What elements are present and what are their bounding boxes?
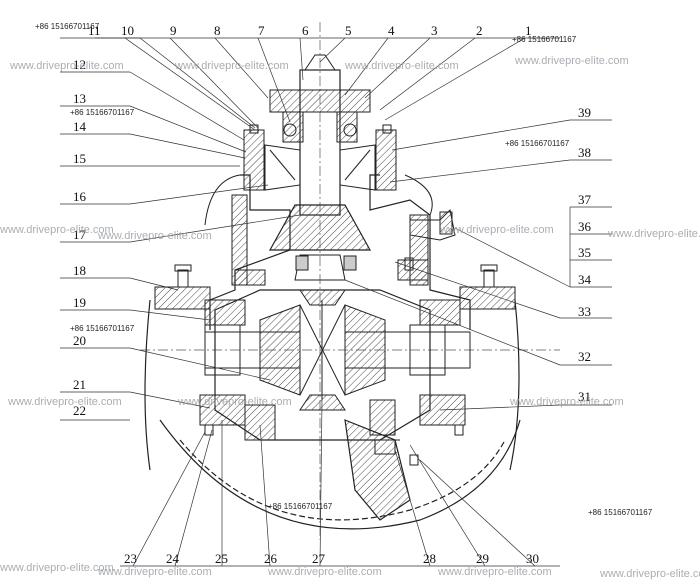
- callout-1: 1: [525, 23, 532, 38]
- callout-10: 10: [121, 23, 134, 38]
- watermark-site: www.drivepro-elite.com: [98, 230, 212, 242]
- callout-30: 30: [526, 551, 539, 566]
- callout-33: 33: [578, 304, 591, 319]
- watermark-phone: +86 15166701167: [588, 508, 653, 517]
- callout-11: 11: [88, 23, 101, 38]
- housing-outline: [144, 299, 521, 530]
- callout-21: 21: [73, 377, 86, 392]
- pinion-input-assembly: [243, 54, 397, 216]
- callout-26: 26: [264, 551, 277, 566]
- callout-13: 13: [73, 91, 86, 106]
- callout-8: 8: [214, 23, 221, 38]
- differential-case: [199, 289, 466, 441]
- watermark-site: www.drivepro-elite.com: [515, 55, 629, 67]
- watermark-phone: +86 15166701167: [268, 502, 333, 511]
- leader-lines-top: [95, 37, 560, 131]
- callout-19: 19: [73, 295, 86, 310]
- bolts: [204, 208, 464, 466]
- drive-pinion-gear: [268, 204, 372, 281]
- callout-23: 23: [124, 551, 137, 566]
- callout-35: 35: [578, 245, 591, 260]
- watermark-site: www.drivepro-elite.com: [510, 396, 624, 408]
- callout-9: 9: [170, 23, 177, 38]
- watermark-site: www.drivepro-elite.com: [268, 566, 382, 578]
- watermark-site: www.drivepro-elite.com: [608, 228, 700, 240]
- callout-6: 6: [302, 23, 309, 38]
- callout-3: 3: [431, 23, 438, 38]
- watermark-site: www.drivepro-elite.com: [600, 568, 700, 580]
- callout-2: 2: [476, 23, 483, 38]
- callout-15: 15: [73, 151, 86, 166]
- watermark-site: www.drivepro-elite.com: [98, 566, 212, 578]
- callout-39: 39: [578, 105, 591, 120]
- callout-20: 20: [73, 333, 86, 348]
- callout-4: 4: [388, 23, 395, 38]
- watermark-phone: +86 15166701167: [505, 139, 570, 148]
- callout-7: 7: [258, 23, 265, 38]
- watermark-site: www.drivepro-elite.com: [10, 60, 124, 72]
- ring-gear: [344, 419, 411, 521]
- callout-36: 36: [578, 219, 591, 234]
- callout-34: 34: [578, 272, 591, 287]
- watermark-site: www.drivepro-elite.com: [178, 396, 292, 408]
- side-gears: [259, 289, 386, 411]
- callout-27: 27: [312, 551, 325, 566]
- watermark-site: www.drivepro-elite.com: [175, 60, 289, 72]
- callout-17: 17: [73, 227, 86, 242]
- leader-lines-right: [344, 119, 612, 411]
- callout-37: 37: [578, 192, 591, 207]
- callout-18: 18: [73, 263, 86, 278]
- watermark-site: www.drivepro-elite.com: [345, 60, 459, 72]
- watermark-site: www.drivepro-elite.com: [440, 224, 554, 236]
- callout-25: 25: [215, 551, 228, 566]
- watermark-site: www.drivepro-elite.com: [0, 562, 114, 574]
- callout-38: 38: [578, 145, 591, 160]
- callout-29: 29: [476, 551, 489, 566]
- callout-24: 24: [166, 551, 179, 566]
- callout-32: 32: [578, 349, 591, 364]
- leader-lines-bottom: [120, 399, 560, 567]
- callout-28: 28: [423, 551, 436, 566]
- callout-31: 31: [578, 389, 591, 404]
- leader-lines-left: [60, 37, 301, 421]
- watermark-phone: +86 15166701167: [70, 108, 135, 117]
- watermark-site: www.drivepro-elite.com: [8, 396, 122, 408]
- callout-5: 5: [345, 23, 352, 38]
- watermark-site: www.drivepro-elite.com: [0, 224, 114, 236]
- callout-22: 22: [73, 403, 86, 418]
- callout-16: 16: [73, 189, 86, 204]
- watermark-phone: +86 15166701167: [512, 35, 577, 44]
- callout-12: 12: [73, 57, 86, 72]
- watermark-site: www.drivepro-elite.com: [438, 566, 552, 578]
- mounting-flanges: [154, 264, 516, 310]
- watermark-phone: +86 15166701167: [70, 324, 135, 333]
- callout-14: 14: [73, 119, 86, 134]
- watermark-phone: +86 15166701167: [35, 22, 100, 31]
